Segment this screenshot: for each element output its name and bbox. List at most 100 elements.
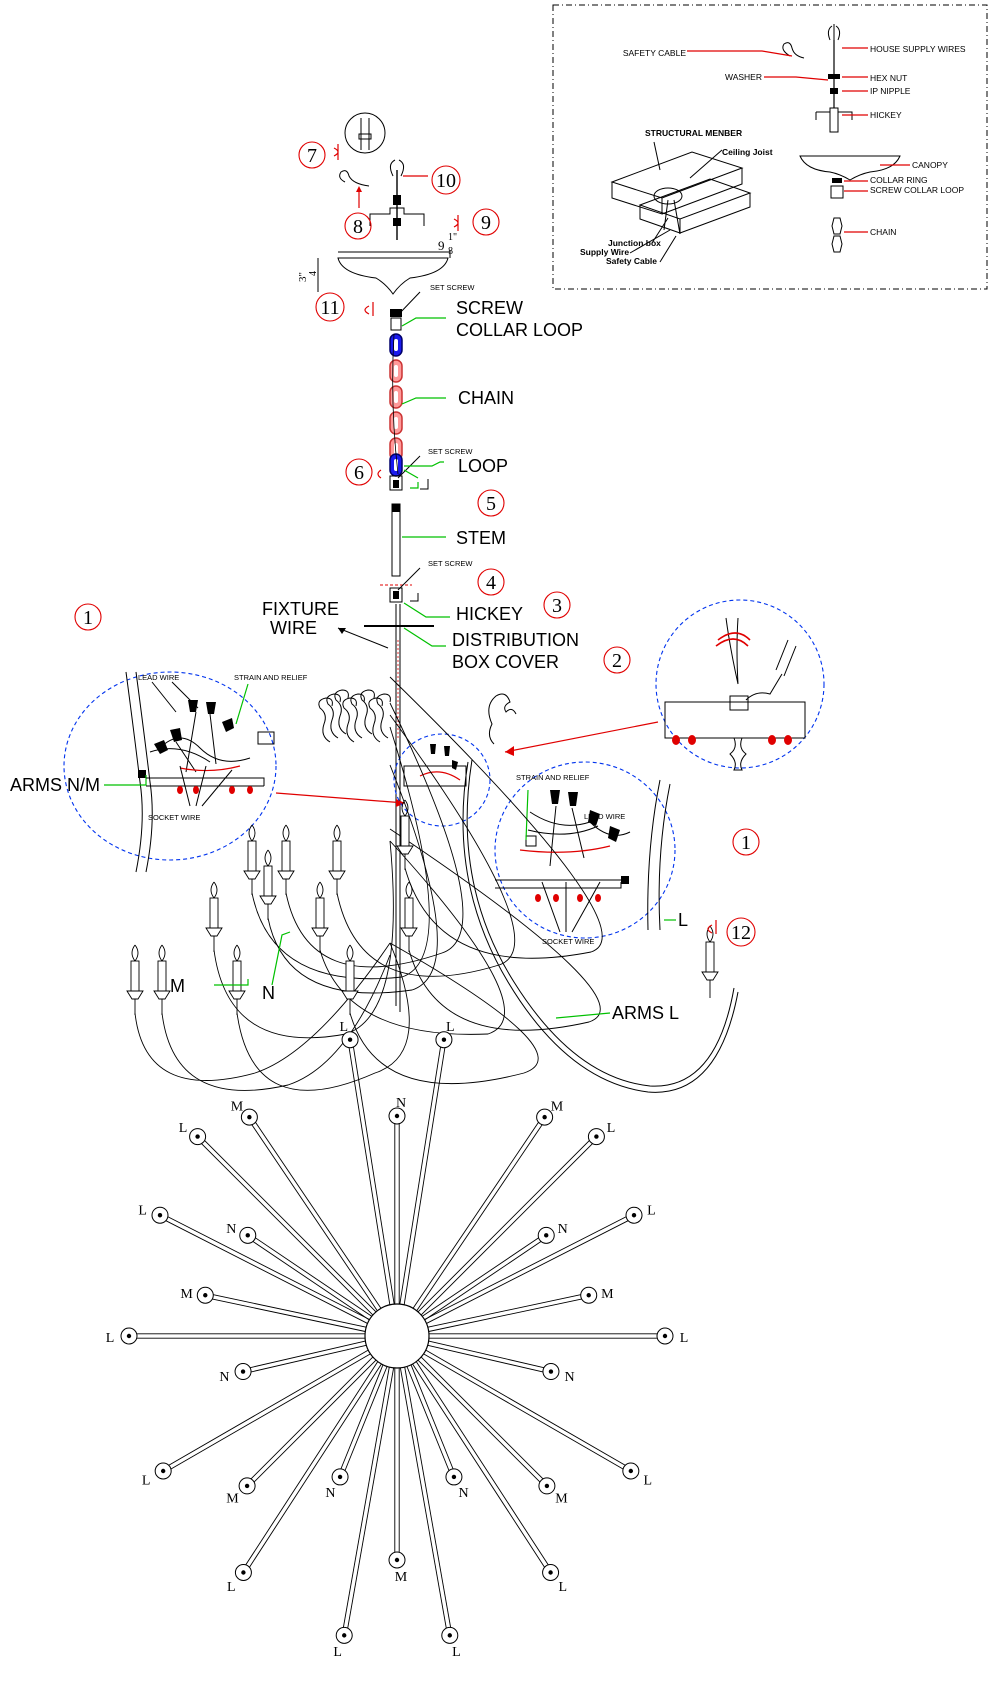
candle	[157, 960, 167, 992]
label-canopy-inset: CANOPY	[912, 160, 948, 170]
arm-curve	[267, 764, 438, 994]
chain-link-hole	[394, 417, 398, 429]
plan-arm	[426, 1216, 636, 1324]
plan-socket-center	[394, 1113, 400, 1119]
step-number: 8	[353, 216, 363, 238]
label-hickey-inset: HICKEY	[870, 110, 902, 120]
step-number: 5	[486, 493, 496, 515]
plan-arm-label: M	[180, 1287, 193, 1302]
label-collar-loop: COLLAR LOOP	[456, 320, 583, 340]
step-number: 11	[320, 297, 339, 319]
label-socket-wire-right: SOCKET WIRE	[542, 937, 594, 946]
chandelier-body: M N ARMS L	[126, 676, 739, 1093]
plan-arm	[420, 1356, 549, 1485]
stem	[391, 503, 401, 577]
plan-arm	[341, 1367, 390, 1636]
plan-socket-center	[662, 1333, 668, 1339]
plan-socket-center	[347, 1037, 353, 1042]
candle-flame	[264, 849, 272, 867]
mounting-hardware: 3" 4 9 1" 8	[297, 112, 459, 316]
plan-socket-center	[247, 1114, 252, 1120]
arm-curve	[236, 942, 410, 1091]
candle	[130, 960, 140, 992]
arm-hook	[350, 693, 365, 739]
chain-link-hole	[394, 339, 398, 351]
arm-curve	[161, 954, 391, 1091]
candle-cup	[311, 927, 329, 937]
label-ip-nipple: IP NIPPLE	[870, 86, 911, 96]
plan-socket-center	[337, 1474, 343, 1480]
plan-arm	[423, 1353, 630, 1474]
plan-arm	[420, 1137, 599, 1316]
dim-height: 3"	[297, 272, 309, 282]
plan-arm	[427, 1344, 551, 1375]
step-number: 2	[612, 650, 622, 672]
dim-width-den: 8	[448, 246, 453, 257]
candle	[315, 897, 325, 929]
plan-arm-label: L	[607, 1121, 616, 1136]
plan-socket-center	[548, 1570, 553, 1575]
left-callout-detail: ARMS N/M LEAD WIRE STRAIN AND RELIEF SOC…	[10, 671, 406, 873]
plan-hub	[364, 1303, 430, 1369]
label-hex-nut: HEX NUT	[870, 73, 907, 83]
plan-socket-center	[126, 1333, 132, 1339]
candle-cup	[126, 990, 144, 1000]
step-circle	[603, 646, 631, 674]
candle-flame	[405, 881, 413, 899]
plan-arm	[164, 1353, 371, 1474]
arm-curve	[319, 840, 505, 1035]
candle-flame	[282, 824, 290, 842]
step-number: 1	[741, 832, 751, 854]
candle-cup	[400, 927, 418, 937]
candle	[209, 897, 219, 929]
label-arms-nm: ARMS N/M	[10, 775, 100, 795]
plan-arm-label: N	[396, 1096, 406, 1111]
plan-arm	[204, 1296, 366, 1332]
plan-arm	[428, 1340, 552, 1370]
label-chain: CHAIN	[458, 388, 514, 408]
candle-flame	[210, 881, 218, 899]
plan-arm-label: N	[325, 1486, 335, 1501]
step-number: 7	[307, 145, 317, 167]
junction-callout	[393, 733, 491, 827]
plan-arm	[412, 1115, 544, 1309]
plan-arm	[195, 1137, 374, 1316]
right-callout-bottom: STRAIN AND RELIEF LEAD WIRE SOCKET WIRE …	[494, 761, 688, 946]
step-number: 10	[436, 170, 456, 192]
step-circle	[472, 208, 500, 236]
step-circle	[477, 568, 505, 596]
label-supply-wire: Supply Wire	[580, 247, 629, 257]
plan-arm	[399, 1367, 449, 1636]
step-circle	[345, 458, 373, 486]
candle-flame	[131, 944, 139, 962]
label-l-callout: L	[678, 910, 688, 930]
candle-flame	[333, 824, 341, 842]
plan-arm-label: L	[142, 1474, 151, 1489]
arm-curve	[285, 702, 464, 968]
plan-arm-label: L	[333, 1645, 342, 1660]
candle-cup	[228, 990, 246, 1000]
plan-arm	[403, 1039, 447, 1305]
plan-arm	[248, 1233, 372, 1317]
step-number: 6	[354, 462, 364, 484]
dim-width-num: 1"	[448, 232, 457, 243]
label-set-screw-2: SET SCREW	[428, 447, 473, 456]
plan-arm-label: M	[551, 1100, 564, 1115]
main-labels: SET SCREW SCREW COLLAR LOOP CHAIN SET SC…	[262, 283, 583, 672]
plan-arm-label: M	[555, 1492, 568, 1507]
plan-socket-center	[157, 1213, 163, 1218]
plan-arm	[158, 1216, 368, 1324]
plan-arm-label: L	[138, 1203, 147, 1218]
arm-curve	[389, 828, 601, 1031]
plan-arm	[399, 1039, 443, 1305]
label-lead-wire-left: LEAD WIRE	[138, 673, 179, 682]
dim-height-den: 4	[308, 271, 319, 276]
detail-bubble	[344, 112, 386, 154]
step-circle	[543, 591, 571, 619]
candle-flame	[346, 944, 354, 962]
plan-arm-label: L	[644, 1474, 653, 1489]
plan-arm	[241, 1361, 379, 1572]
plan-socket-center	[631, 1213, 637, 1218]
plan-arm	[410, 1364, 457, 1477]
candle-flame	[316, 881, 324, 899]
